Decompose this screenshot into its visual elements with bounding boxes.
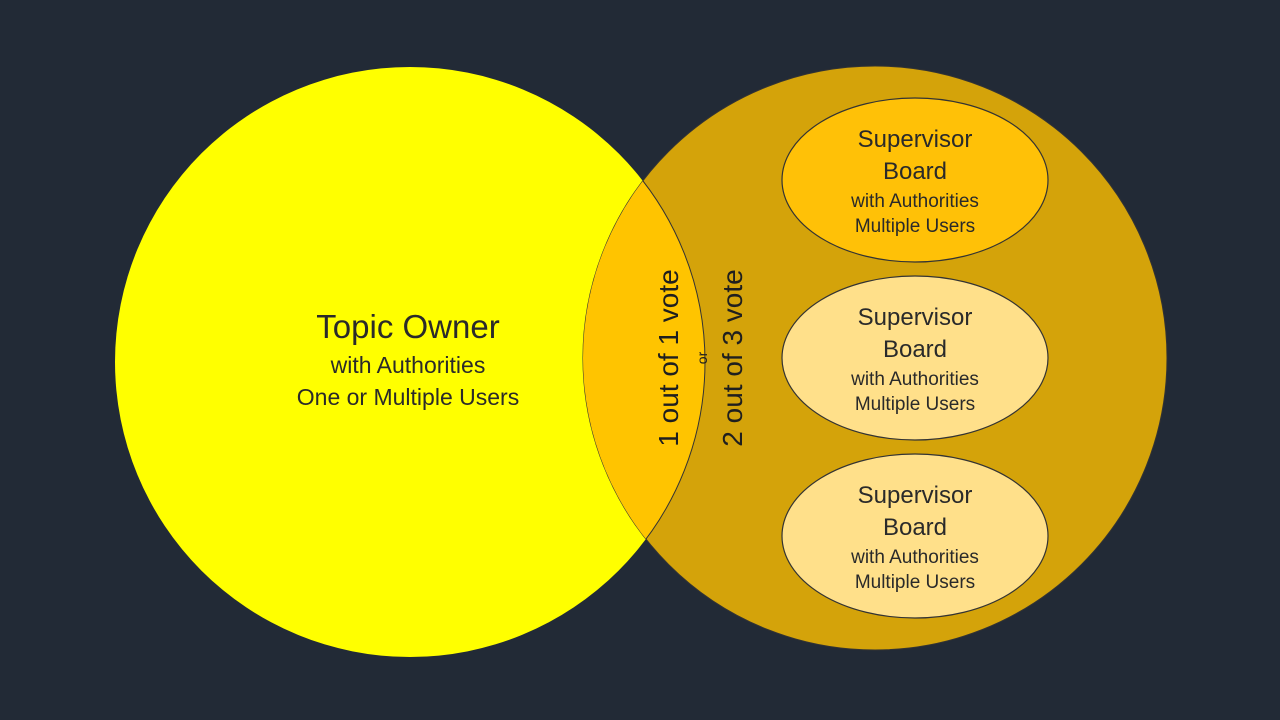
board-line2: Multiple Users <box>855 394 975 415</box>
supervisor-board-1: Supervisor Board with Authorities Multip… <box>781 97 1049 263</box>
owner-line2: One or Multiple Users <box>297 384 519 410</box>
owner-line1: with Authorities <box>330 352 486 378</box>
vote-separator-label: or <box>694 351 710 364</box>
board-line1: with Authorities <box>850 369 979 390</box>
board-title-line1: Supervisor <box>858 482 973 509</box>
supervisor-board-2: Supervisor Board with Authorities Multip… <box>781 275 1049 441</box>
board-title-line2: Board <box>883 158 947 185</box>
overlap-outline <box>583 66 706 650</box>
board-title-line1: Supervisor <box>858 126 973 153</box>
board-line1: with Authorities <box>850 547 979 568</box>
topic-owner-circle <box>115 67 705 657</box>
supervisor-board-3: Supervisor Board with Authorities Multip… <box>781 453 1049 619</box>
owner-title: Topic Owner <box>316 308 499 345</box>
board-line2: Multiple Users <box>855 216 975 237</box>
board-title-line2: Board <box>883 514 947 541</box>
board-line2: Multiple Users <box>855 572 975 593</box>
vote-primary-label: 1 out of 1 vote <box>653 269 684 446</box>
board-title-line1: Supervisor <box>858 304 973 331</box>
board-title-line2: Board <box>883 336 947 363</box>
vote-secondary-label: 2 out of 3 vote <box>717 269 748 446</box>
board-line1: with Authorities <box>850 191 979 212</box>
supervisor-board-ellipse <box>781 97 1049 263</box>
supervisor-board-ellipse <box>781 453 1049 619</box>
supervisor-board-ellipse <box>781 275 1049 441</box>
